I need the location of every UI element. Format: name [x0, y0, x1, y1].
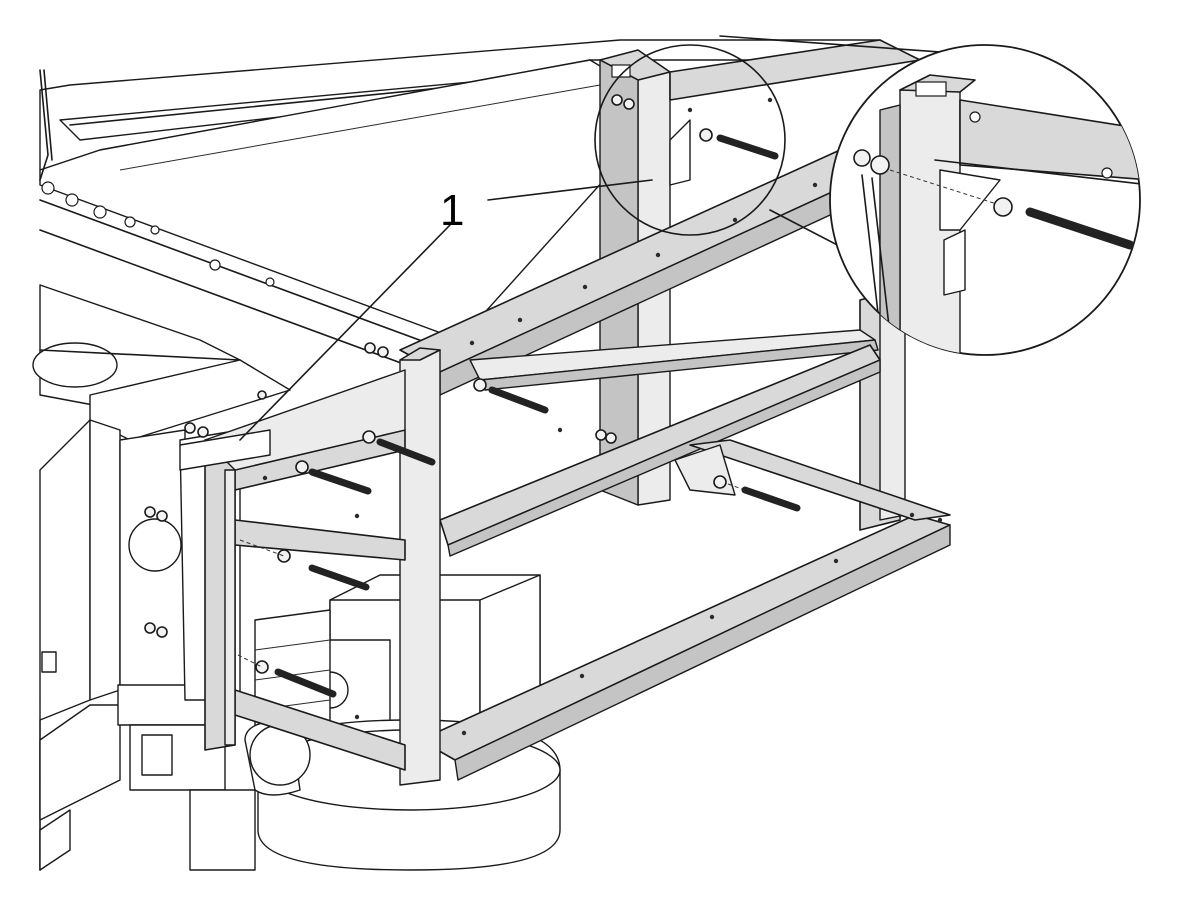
callout-1: 1 [239, 179, 653, 441]
source-detail-circle [594, 44, 786, 236]
front-right-post [399, 349, 441, 786]
callout-label-1: 1 [440, 186, 464, 235]
detail-magnified [594, 35, 1141, 356]
fasteners [144, 342, 801, 698]
bottom-cross-rail [689, 439, 951, 521]
